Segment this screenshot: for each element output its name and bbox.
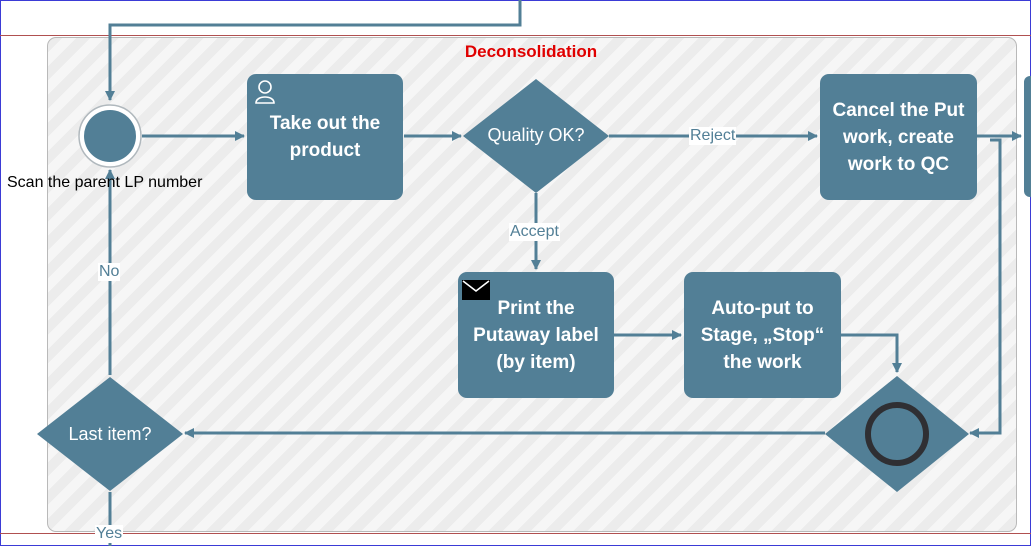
- task-auto-put: Auto-put to Stage, „Stop“ the work: [684, 272, 841, 398]
- end-event-icon: [865, 402, 929, 466]
- task-print-label-text: Print the Putaway label (by item): [473, 297, 599, 373]
- lane-top-border: [0, 35, 1031, 36]
- envelope-icon: [462, 280, 490, 305]
- task-print-label: Print the Putaway label (by item): [458, 272, 614, 398]
- flow-cancel-to-end: [969, 138, 1002, 438]
- last-item-gateway: [37, 377, 183, 491]
- accept-label: Accept: [509, 223, 560, 241]
- start-event: [78, 104, 142, 168]
- yes-label: Yes: [95, 525, 124, 543]
- task-auto-put-label: Auto-put to Stage, „Stop“ the work: [700, 297, 825, 373]
- user-icon: [254, 79, 276, 110]
- task-take-out: Take out the product: [247, 74, 403, 200]
- flow-autoput-to-end: [841, 333, 902, 373]
- quality-gateway-label: Quality OK?: [487, 125, 585, 145]
- reject-label: Reject: [689, 127, 737, 145]
- next-task-stub: [1024, 76, 1031, 197]
- pool-title: Deconsolidation: [464, 42, 598, 61]
- task-cancel-put: Cancel the Put work, create work to QC: [820, 74, 977, 200]
- quality-gateway: [463, 79, 609, 193]
- start-event-caption: Scan the parent LP number: [7, 174, 203, 191]
- no-label: No: [98, 263, 121, 281]
- lane-bottom-border: [0, 533, 1031, 534]
- last-item-gateway-label: Last item?: [68, 424, 152, 444]
- task-take-out-label: Take out the product: [269, 113, 381, 161]
- incoming-flow: [105, 0, 522, 101]
- task-cancel-put-label: Cancel the Put work, create work to QC: [832, 99, 965, 175]
